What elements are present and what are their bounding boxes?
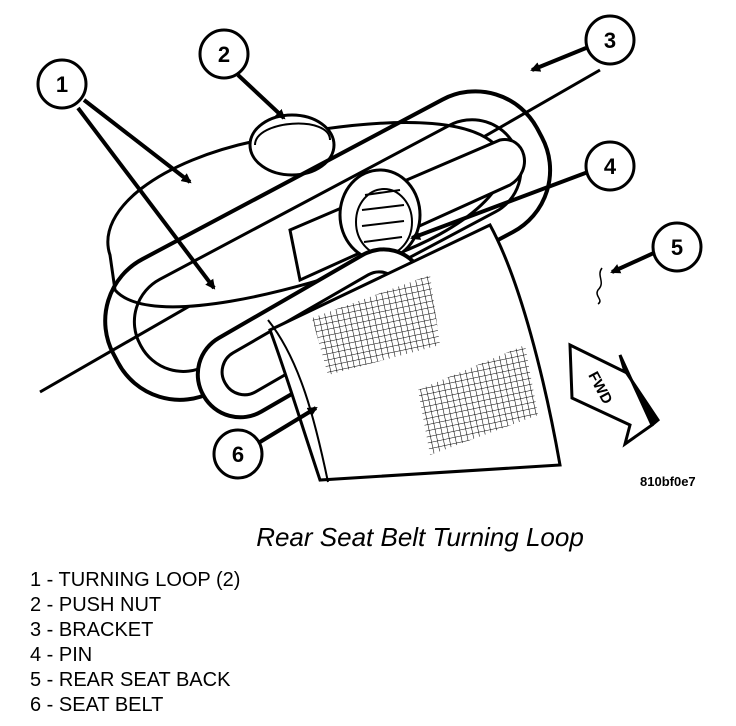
callout-1: 1 — [36, 58, 88, 110]
callout-4: 4 — [584, 140, 636, 192]
svg-text:1: 1 — [56, 72, 68, 97]
push-nut — [248, 113, 336, 177]
legend-item-4: 4 - PIN — [30, 644, 93, 666]
pin — [288, 138, 526, 283]
svg-text:3: 3 — [604, 28, 616, 53]
callout-2: 2 — [198, 28, 250, 80]
seat-back-mark — [596, 267, 603, 305]
svg-text:5: 5 — [671, 235, 683, 260]
callout-3: 3 — [584, 14, 636, 66]
callout-5: 5 — [651, 221, 703, 273]
figure-code: 810bf0e7 — [640, 474, 696, 489]
legend-item-3: 3 - BRACKET — [30, 619, 154, 641]
legend-item-5: 5 - REAR SEAT BACK — [30, 669, 231, 691]
turning-loop-diagram: FWD 1 2 3 4 5 6 — [36, 14, 703, 483]
legend-item-2: 2 - PUSH NUT — [30, 594, 162, 616]
svg-text:4: 4 — [604, 154, 617, 179]
legend-list: 1 - TURNING LOOP (2) 2 - PUSH NUT 3 - BR… — [30, 568, 240, 718]
legend-item-6: 6 - SEAT BELT — [30, 694, 164, 716]
svg-text:2: 2 — [218, 42, 230, 67]
figure-caption: Rear Seat Belt Turning Loop — [256, 522, 584, 552]
svg-text:6: 6 — [232, 442, 244, 467]
leader-lines — [76, 46, 657, 444]
fwd-arrow: FWD — [568, 342, 660, 448]
callout-6: 6 — [212, 428, 264, 480]
legend-item-1: 1 - TURNING LOOP (2) — [30, 569, 241, 591]
seat-belt-webbing — [267, 223, 562, 483]
